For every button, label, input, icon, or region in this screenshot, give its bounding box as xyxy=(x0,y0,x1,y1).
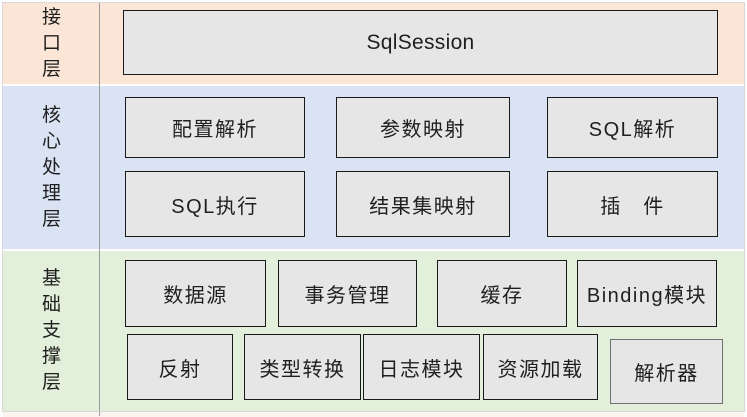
box-binding-module: Binding模块 xyxy=(577,260,717,327)
box-logging-module: 日志模块 xyxy=(363,334,480,400)
box-sql-execution: SQL执行 xyxy=(125,171,305,237)
box-transaction-management: 事务管理 xyxy=(278,260,417,327)
box-sql-parsing: SQL解析 xyxy=(547,97,718,158)
box-datasource: 数据源 xyxy=(125,260,266,327)
box-sqlsession: SqlSession xyxy=(123,10,718,75)
layer-foundation-support: 基础支撑层 数据源 事务管理 缓存 Binding模块 反射 类型转换 日志模块… xyxy=(3,251,744,411)
layer-core-processing-label: 核心处理层 xyxy=(3,86,100,249)
box-resource-loading: 资源加载 xyxy=(483,334,598,400)
box-cache: 缓存 xyxy=(437,260,567,327)
box-parameter-mapping: 参数映射 xyxy=(336,97,510,158)
layer-interface-label-text: 接口层 xyxy=(41,6,61,80)
layer-foundation-support-label-text: 基础支撑层 xyxy=(41,268,61,393)
layer-interface-content: SqlSession xyxy=(100,3,744,84)
box-parser: 解析器 xyxy=(610,339,723,404)
box-plugin: 插 件 xyxy=(547,171,718,237)
layer-core-processing-label-text: 核心处理层 xyxy=(41,104,61,230)
label-column-divider-line xyxy=(99,3,100,416)
box-resultset-mapping: 结果集映射 xyxy=(336,171,510,237)
box-reflection: 反射 xyxy=(127,334,233,400)
box-config-parsing: 配置解析 xyxy=(125,97,305,158)
bottom-margin-strip xyxy=(3,411,744,417)
box-type-conversion: 类型转换 xyxy=(244,334,361,400)
layer-interface-label: 接口层 xyxy=(3,3,100,84)
layer-core-processing: 核心处理层 配置解析 参数映射 SQL解析 SQL执行 结果集映射 插 件 xyxy=(3,86,744,249)
layer-core-processing-content: 配置解析 参数映射 SQL解析 SQL执行 结果集映射 插 件 xyxy=(100,86,744,249)
layer-interface: 接口层 SqlSession xyxy=(3,3,744,84)
layer-foundation-support-content: 数据源 事务管理 缓存 Binding模块 反射 类型转换 日志模块 资源加载 … xyxy=(100,251,744,411)
layer-foundation-support-label: 基础支撑层 xyxy=(3,251,100,411)
